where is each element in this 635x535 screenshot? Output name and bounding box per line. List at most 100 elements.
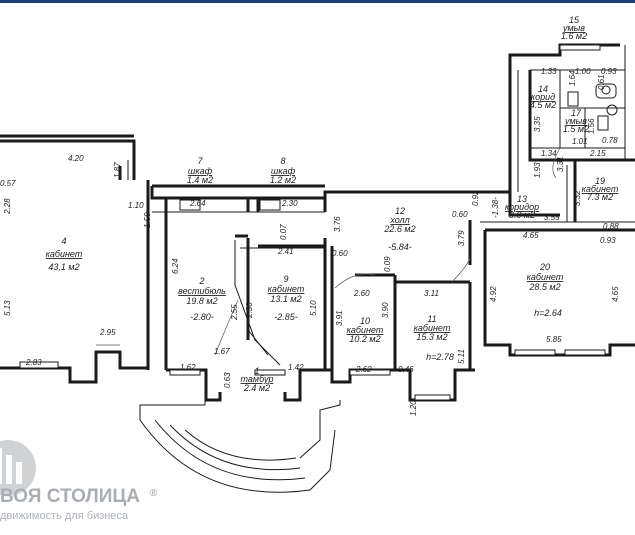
logo-tagline: движимость для бизнеса: [0, 510, 129, 522]
room-2-area: 19.8 м2: [186, 296, 217, 306]
room-2-mark: -2.80-: [190, 312, 214, 322]
entrance-steps: [139, 398, 341, 493]
room-12-number: 12: [395, 206, 405, 216]
dim: 4.65: [611, 286, 620, 302]
windows: [19, 44, 606, 401]
room-12-area: 22.6 м2: [383, 224, 415, 234]
dim: 0.88: [603, 222, 619, 231]
watermark-logo: ВОЯ СТОЛИЦА ® движимость для бизнеса: [0, 440, 158, 522]
dim: 1.87: [113, 162, 122, 178]
dim: 0.61: [597, 74, 606, 90]
dim: 1.34: [541, 149, 557, 158]
dim: 0.92: [471, 190, 480, 206]
logo-building-icon: [0, 440, 36, 496]
top-bar: [0, 0, 635, 3]
dim: 2.62: [355, 365, 372, 374]
room-8-name: шкаф: [271, 166, 296, 176]
dim: 0.46: [398, 365, 414, 374]
room-8-number: 8: [280, 156, 285, 166]
room-14-area: 4.5 м2: [530, 100, 556, 110]
dim: 0.78: [602, 136, 618, 145]
dim: 6.24: [171, 258, 180, 274]
dim: 1.01: [572, 137, 588, 146]
room-12-name: холл: [389, 215, 409, 225]
room-9-area: 13.1 м2: [270, 294, 301, 304]
room-19-name: кабинет: [582, 184, 619, 194]
dim: 4.20: [68, 154, 84, 163]
room-7-number: 7: [197, 156, 203, 166]
room-15-area: 1.6 м2: [561, 31, 587, 41]
room-13-name: коридор: [505, 202, 539, 212]
room-2-name: вестибюль: [178, 286, 226, 296]
dim: 3.90: [381, 302, 390, 318]
dim: 3.32: [573, 190, 582, 206]
room-13-number: 13: [517, 194, 527, 204]
room-1-number: 1: [254, 366, 259, 376]
dim: 5.85: [546, 335, 562, 344]
dim: 1.00: [575, 67, 591, 76]
logo-registered: ®: [150, 488, 158, 499]
room-15-number: 15: [569, 15, 580, 25]
dim: 0.09: [383, 256, 392, 272]
room-2-number: 2: [198, 276, 204, 286]
dim: 2.36: [245, 302, 254, 319]
room-20-area: 28.5 м2: [528, 282, 560, 292]
room-20-name: кабинет: [527, 272, 564, 282]
room-14-number: 14: [538, 84, 548, 94]
room-8-area: 1.2 м2: [270, 175, 296, 185]
dim: 1.62: [180, 363, 196, 372]
room-11-area: 15.3 м2: [416, 332, 447, 342]
dim: 2.60: [353, 289, 370, 298]
dim: 3.35: [533, 116, 542, 132]
dim: 1.20: [409, 400, 418, 416]
dim: 1.64: [568, 70, 577, 86]
dim: 5.13: [3, 300, 12, 316]
room-13-area: 8.0 м2: [509, 210, 535, 220]
dim: 3.55: [544, 213, 560, 222]
fixtures: [567, 83, 618, 131]
dim: 3.76: [333, 216, 342, 232]
dim: 4.92: [489, 286, 498, 302]
dim: 0.57: [0, 179, 16, 188]
dim: 1.10: [128, 201, 144, 210]
room-19-number: 19: [595, 176, 605, 186]
room-11-name: кабинет: [414, 323, 451, 333]
dim: 3.11: [424, 289, 439, 298]
room-17-number: 17: [571, 108, 582, 118]
dim: 4.65: [523, 231, 539, 240]
room-17-area: 1.5 м2: [563, 124, 589, 134]
doors: [214, 147, 561, 356]
room-4-number: 4: [61, 236, 66, 246]
dim: 2.95: [99, 328, 116, 337]
room-4-name: кабинет: [46, 249, 83, 259]
dim: 1.42: [288, 363, 304, 372]
dim: 2.28: [3, 198, 12, 215]
room-20-mark: h=2.64: [534, 308, 562, 318]
dim: 5.10: [309, 300, 318, 316]
dim: 2.83: [25, 358, 42, 367]
room-10-name: кабинет: [347, 325, 384, 335]
room-7-name: шкаф: [188, 166, 213, 176]
dim: 2.55: [230, 304, 239, 321]
room-1-area: 2.4 м2: [243, 383, 270, 393]
room-4-area: 43,1 м2: [48, 262, 79, 272]
room-7-area: 1.4 м2: [187, 175, 213, 185]
dim: 0.07: [279, 224, 288, 240]
dim: 5.11: [457, 349, 466, 364]
room-20-number: 20: [539, 262, 550, 272]
room-15-name: умыв: [562, 23, 585, 33]
dim: 3.79: [457, 230, 466, 246]
dim: 2.30: [281, 199, 298, 208]
room-9-number: 9: [283, 274, 288, 284]
room-9-name: кабинет: [268, 284, 305, 294]
room-14-name: корид: [531, 92, 555, 102]
logo-name: ВОЯ СТОЛИЦА: [0, 486, 140, 507]
dim: 0.63: [223, 372, 232, 388]
room-labels: 4 кабинет 43,1 м2 2 вестибюль 19.8 м2 -2…: [46, 15, 619, 393]
dim: 0.93: [600, 236, 616, 245]
room-19-area: 7.3 м2: [587, 192, 613, 202]
room-17-name: умыв: [564, 116, 587, 126]
dim: 0.60: [452, 210, 468, 219]
room-10-number: 10: [360, 316, 370, 326]
